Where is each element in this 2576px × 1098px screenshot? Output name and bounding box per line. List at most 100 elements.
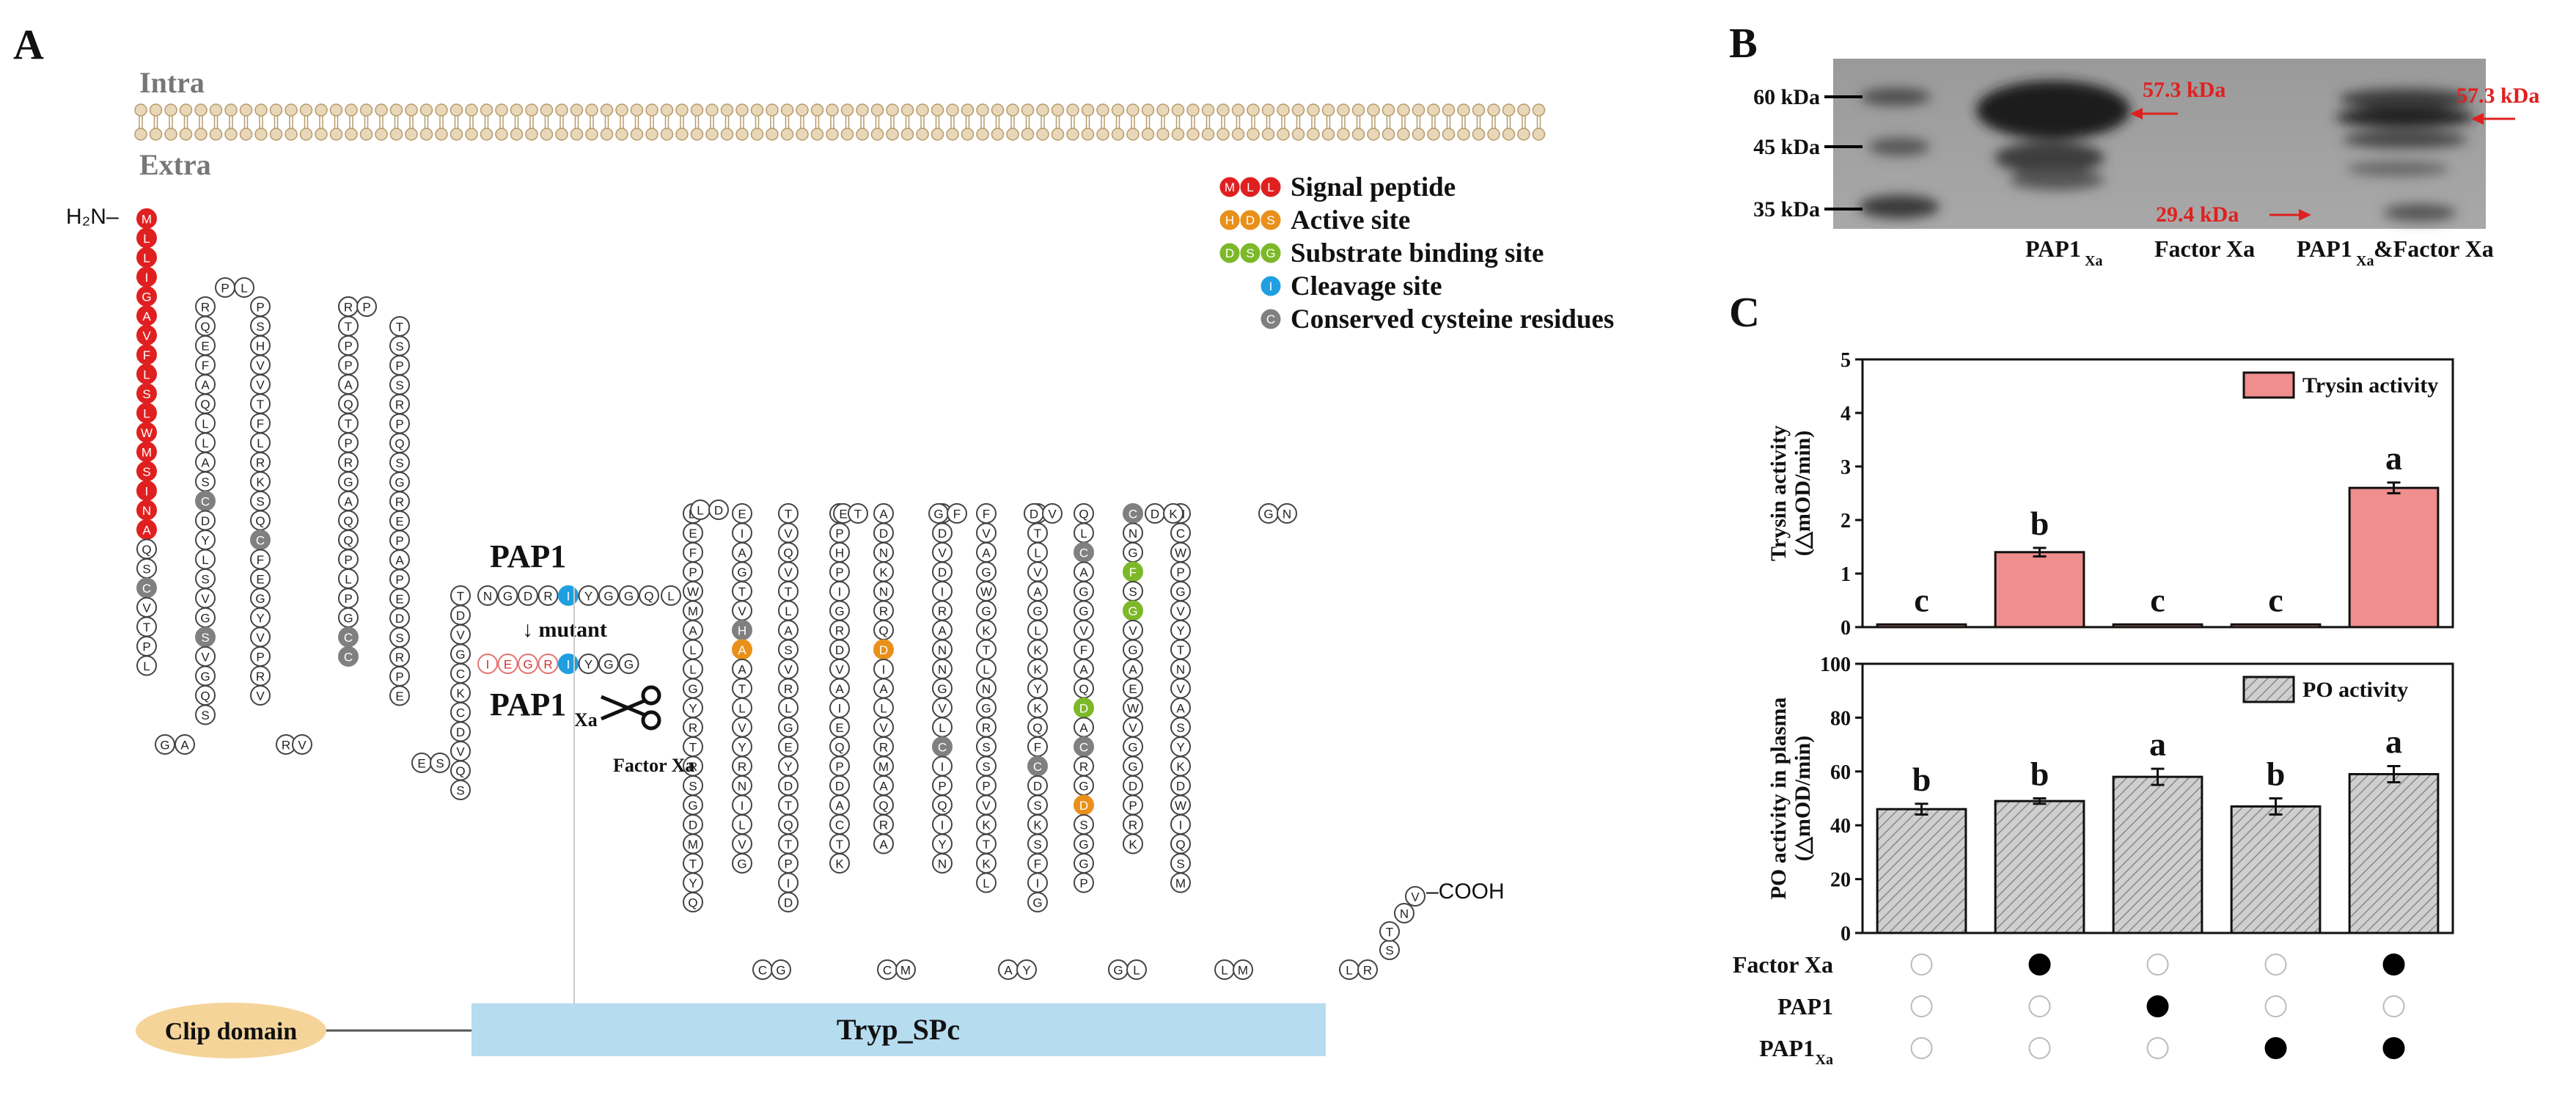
residue: V — [450, 741, 471, 761]
bar — [2112, 623, 2203, 629]
significance-letter: b — [1912, 761, 1931, 798]
residue: W — [683, 581, 703, 601]
residue: S — [1027, 833, 1048, 854]
svg-text:N: N — [1176, 663, 1185, 677]
membrane-intra-label: Intra — [139, 66, 205, 99]
svg-text:G: G — [1128, 546, 1137, 560]
residue: S — [195, 626, 216, 648]
svg-text:V: V — [784, 527, 793, 541]
svg-text:W: W — [1175, 546, 1186, 560]
svg-text:G: G — [603, 590, 613, 604]
svg-text:F: F — [202, 359, 209, 373]
residue: T — [389, 316, 410, 337]
residue: D — [683, 814, 703, 835]
svg-text:W: W — [141, 426, 153, 440]
svg-text:I: I — [1269, 279, 1273, 293]
residue: V — [195, 646, 216, 667]
svg-text:H: H — [835, 546, 844, 560]
svg-text:M: M — [142, 213, 152, 227]
svg-text:K: K — [879, 566, 888, 579]
residue: S — [389, 452, 410, 473]
svg-text:L: L — [143, 232, 150, 246]
annotation-text-1: 57.3 kDa — [2143, 78, 2225, 102]
svg-text:P: P — [784, 857, 792, 871]
treatment-absent-dot — [1910, 1037, 1933, 1059]
svg-text:Q: Q — [200, 689, 210, 703]
residue: N — [477, 585, 498, 606]
svg-text:C: C — [938, 741, 947, 755]
svg-text:G: G — [142, 290, 151, 304]
residue: Q — [1170, 833, 1191, 854]
residue: R — [195, 296, 216, 317]
svg-text:I: I — [567, 590, 570, 604]
y-tick-label: 40 — [1830, 815, 1851, 838]
residue: S — [1170, 717, 1191, 738]
svg-text:R: R — [256, 456, 265, 470]
svg-text:P: P — [362, 301, 370, 315]
residue: A — [136, 305, 157, 326]
svg-text:G: G — [1128, 604, 1137, 618]
svg-text:A: A — [982, 546, 991, 560]
chart-legend: PO activity — [2242, 676, 2408, 703]
svg-text:G: G — [981, 702, 991, 716]
residue: G — [450, 643, 471, 665]
residue: L — [732, 814, 752, 835]
residue: C — [877, 959, 898, 980]
significance-letter: a — [2385, 439, 2402, 477]
svg-text:Y: Y — [784, 760, 792, 774]
svg-text:D: D — [835, 643, 844, 657]
svg-text:A: A — [142, 310, 151, 323]
svg-text:A: A — [201, 378, 210, 392]
svg-text:A: A — [879, 838, 888, 852]
residue: D — [450, 721, 471, 742]
svg-text:T: T — [785, 585, 792, 599]
svg-text:V: V — [835, 663, 844, 677]
svg-text:S: S — [784, 643, 792, 657]
svg-text:S: S — [142, 563, 150, 577]
svg-text:T: T — [836, 838, 843, 852]
svg-text:E: E — [395, 689, 403, 703]
residue: R — [873, 814, 894, 835]
residue: D — [932, 561, 953, 582]
svg-text:L: L — [241, 282, 247, 296]
residue: E — [778, 736, 799, 757]
svg-text:S: S — [436, 757, 444, 771]
residue: D — [195, 510, 216, 531]
svg-text:I: I — [1179, 819, 1183, 832]
svg-text:Q: Q — [688, 896, 697, 910]
svg-text:R: R — [282, 739, 290, 753]
residue: L — [136, 247, 157, 268]
svg-text:E: E — [504, 658, 512, 672]
residue: T — [338, 315, 359, 337]
svg-text:N: N — [738, 780, 746, 794]
residue: I — [136, 480, 157, 501]
svg-text:G: G — [1079, 604, 1088, 618]
svg-text:E: E — [839, 508, 847, 521]
residue: P — [1074, 872, 1094, 893]
y-tick-label: 5 — [1841, 349, 1851, 372]
svg-text:R: R — [738, 760, 746, 774]
residue: V — [778, 522, 799, 543]
svg-text:S: S — [256, 495, 264, 509]
residue: G — [389, 472, 410, 492]
residue: L — [250, 432, 271, 453]
svg-text:V: V — [256, 378, 265, 392]
svg-text:L: L — [1267, 180, 1274, 194]
svg-text:Q: Q — [783, 546, 793, 560]
band-annotation-1: 57.3 kDa — [2130, 78, 2225, 120]
svg-text:K: K — [456, 687, 465, 700]
svg-text:K: K — [256, 475, 265, 489]
svg-text:L: L — [202, 553, 208, 567]
svg-text:S: S — [395, 632, 403, 645]
residue: K — [976, 853, 997, 874]
residue: S — [389, 374, 410, 395]
residue: L — [778, 698, 799, 718]
svg-text:G: G — [783, 721, 793, 735]
svg-text:K: K — [835, 857, 844, 871]
residue: R — [1123, 814, 1143, 835]
residue: F — [1074, 639, 1094, 660]
svg-text:S: S — [1176, 721, 1184, 735]
svg-text:V: V — [1176, 682, 1185, 696]
